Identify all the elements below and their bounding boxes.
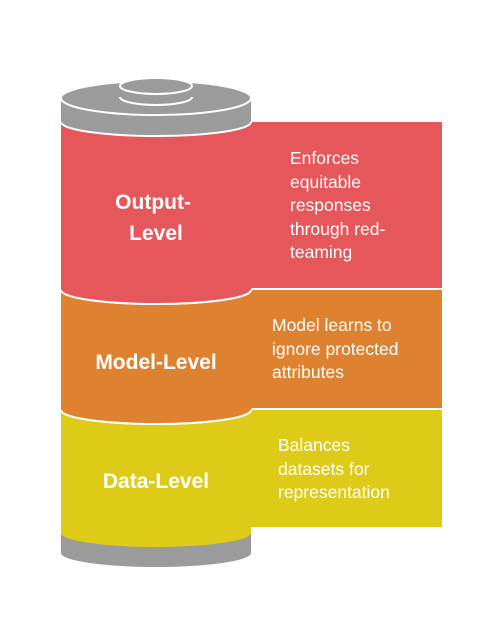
output-level-description: Enforces equitable responses through red… — [290, 148, 386, 262]
model-level-panel — [250, 290, 442, 408]
output-level-label: Output- Level — [115, 191, 197, 245]
data-level-description: Balances datasets for representation — [278, 435, 390, 502]
data-level-label: Data-Level — [103, 470, 209, 493]
output-level-panel — [250, 122, 442, 288]
data-level-panel — [250, 410, 442, 527]
model-level-description: Model learns to ignore protected attribu… — [272, 315, 399, 382]
output-level-segment — [60, 122, 252, 305]
model-level-label: Model-Level — [95, 351, 216, 374]
battery-terminal — [119, 77, 193, 106]
